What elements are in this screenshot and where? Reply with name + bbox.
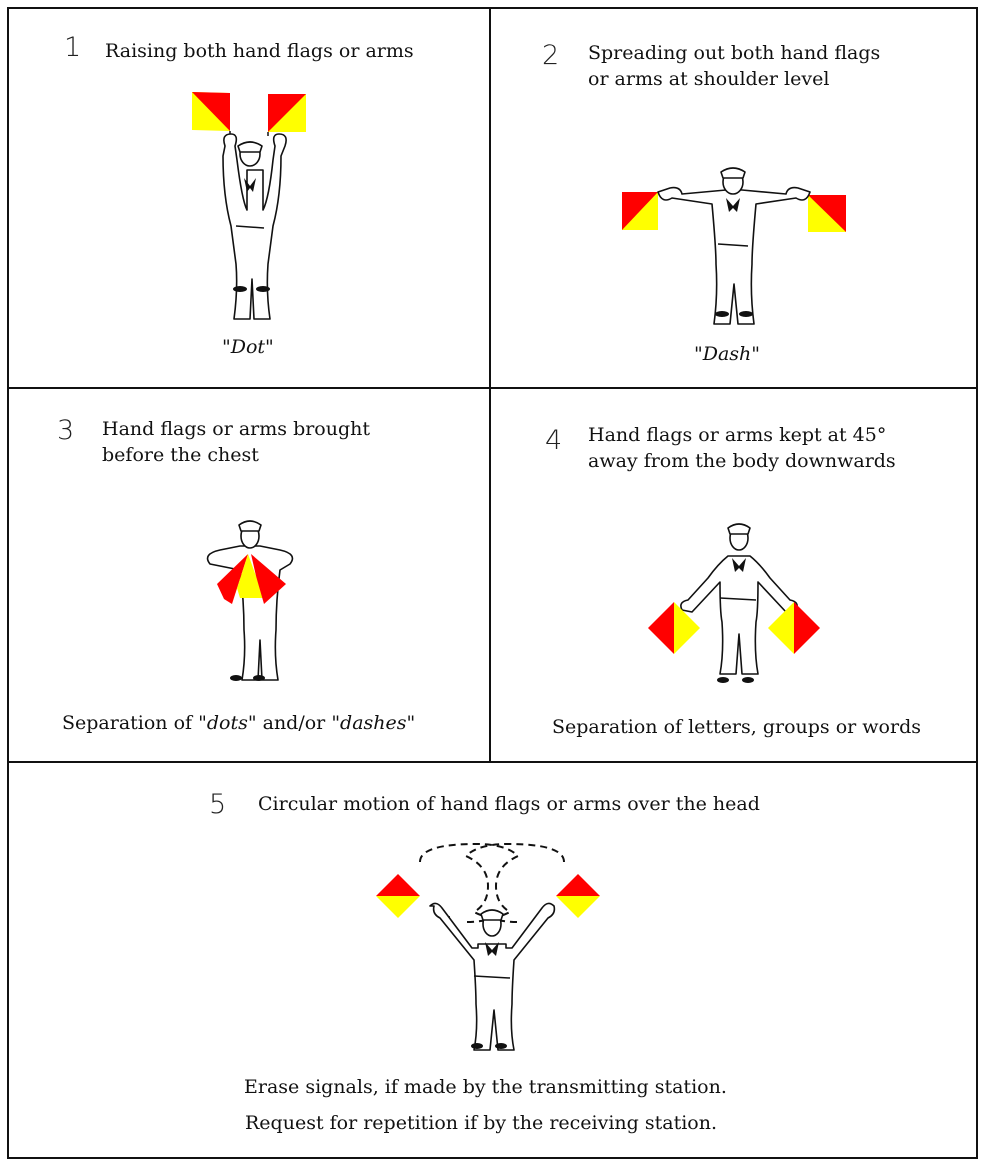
panel-3-caption-mid: and/or [256,712,332,734]
sailor-figure-arms-45-down [648,523,820,683]
panel-3-caption-dashes: "dashes" [331,712,416,734]
panel-3-description: Hand flags or arms brought before the ch… [102,416,370,468]
panel-2-description: Spreading out both hand flags or arms at… [588,40,880,92]
flag-right-icon [267,94,306,136]
panel-1-caption: "Dot" [222,336,274,358]
divider-row2 [7,761,978,763]
sailor-figure-arms-crossed [206,520,294,681]
sailor-figure-arms-raised [192,92,306,320]
panel-4-description-line-2: away from the body downwards [588,450,896,472]
panel-4-caption: Separation of letters, groups or words [552,716,921,738]
flag-left-icon [376,874,420,918]
panel-2-number: 2 [542,40,560,71]
sailor-figure-arms-spread [622,167,846,325]
panel-3-number: 3 [57,415,75,446]
flag-right-icon [251,554,286,604]
panel-2-description-line-2: or arms at shoulder level [588,68,830,90]
panel-1-number: 1 [64,32,82,63]
panel-4-description: Hand flags or arms kept at 45° away from… [588,422,896,474]
panel-4-number: 4 [545,425,563,456]
panel-5-caption-line-1: Erase signals, if made by the transmitti… [244,1076,727,1098]
divider-vertical [489,7,491,763]
panel-3-caption-dots: "dots" [198,712,257,734]
panel-2-description-line-1: Spreading out both hand flags [588,42,881,64]
panel-2-caption: "Dash" [694,343,761,365]
panel-3-caption-pre: Separation of [62,712,199,734]
flag-left-icon [192,92,231,136]
panel-3-caption: Separation of "dots" and/or "dashes" [62,712,415,734]
flag-right-icon [768,602,820,654]
panel-1-description: Raising both hand flags or arms [105,40,414,62]
flag-right-icon [808,195,846,232]
flag-right-icon [556,874,600,918]
flag-left-icon [217,554,264,604]
panel-5-number: 5 [209,789,227,820]
flag-left-icon [648,602,700,654]
panel-3-description-line-2: before the chest [102,444,259,466]
divider-row1 [7,387,978,389]
panel-4-description-line-1: Hand flags or arms kept at 45° [588,424,887,446]
panel-5-description: Circular motion of hand flags or arms ov… [258,793,760,815]
panel-5-caption-line-2: Request for repetition if by the receivi… [245,1112,718,1134]
flag-left-icon [622,192,658,230]
panel-3-description-line-1: Hand flags or arms brought [102,418,371,440]
sailor-figure-circular-motion [376,842,600,1051]
signal-chart-frame [7,7,978,1159]
circular-motion-path-icon [419,842,565,923]
